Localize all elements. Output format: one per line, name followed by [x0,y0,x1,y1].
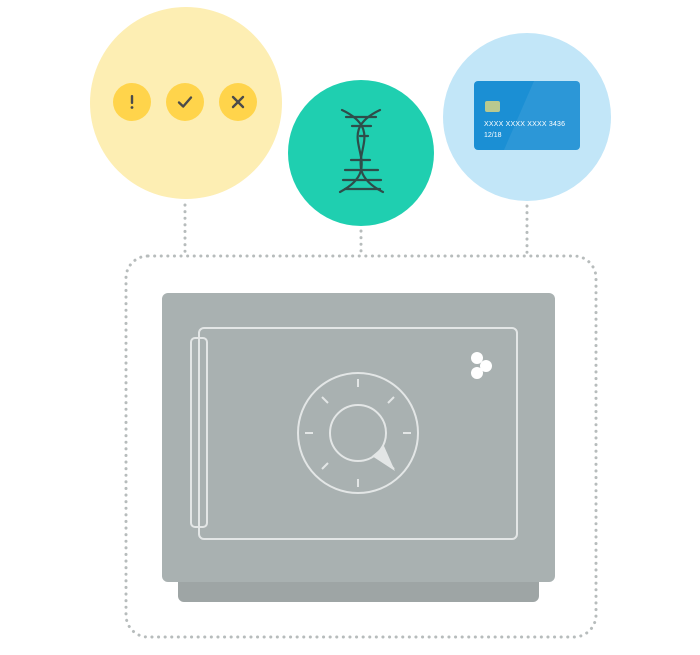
safe-body [162,293,555,582]
dial-pointer [372,446,395,471]
logo-dots [471,352,492,379]
exclamation-icon [113,83,151,121]
credit-card: XXXX XXXX XXXX 3436 12/18 [474,81,580,150]
safe-door [198,327,518,540]
safe-hinge [190,337,208,528]
card-number: XXXX XXXX XXXX 3436 [484,121,566,128]
dial-knob [329,404,387,462]
dial-outer-ring [297,372,419,494]
close-icon [219,83,257,121]
check-icon [166,83,204,121]
card-expiry: 12/18 [484,132,502,139]
card-chip [485,101,500,112]
card-shine [474,81,580,150]
